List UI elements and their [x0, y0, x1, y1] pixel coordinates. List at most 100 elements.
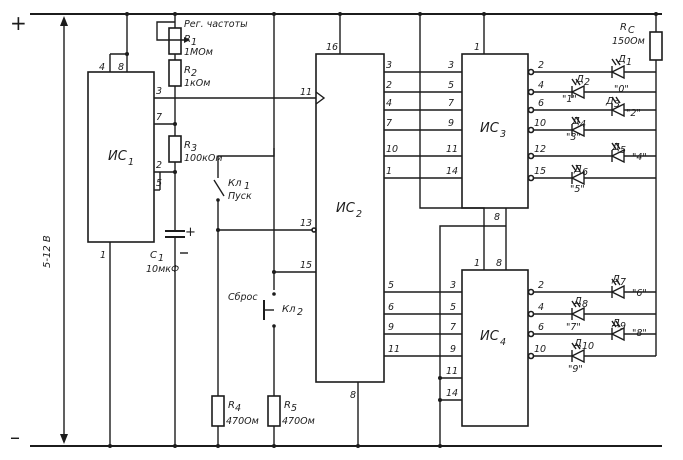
ic2-chip: ИС 2: [315, 53, 385, 383]
ic1-pin-4: 4: [99, 62, 105, 73]
inverted-output-icon: [527, 330, 535, 338]
ic3-in-11: 11: [446, 144, 458, 155]
clock-input-icon: [315, 91, 326, 105]
ic4-in-5: 5: [450, 302, 456, 313]
ic2-pin-15: 15: [300, 260, 312, 271]
junction-dot: [272, 444, 276, 448]
rc-value: 150Ом: [612, 36, 645, 47]
r3-value: 100кОм: [184, 153, 223, 164]
r4-label: R: [228, 400, 235, 411]
kl2-label: Кл: [282, 304, 296, 315]
kl2-contact: [272, 292, 276, 296]
inverted-output-icon: [527, 288, 535, 296]
ic1-pin-7: 7: [156, 112, 162, 123]
light-arrow-icon: [615, 142, 621, 150]
junction-dot: [173, 12, 177, 16]
led-label: Д: [617, 54, 626, 65]
led-label-sub: 4: [580, 119, 586, 130]
led-label-sub: 8: [582, 299, 588, 310]
kl2-note: Сброс: [228, 292, 258, 303]
r1-wiper-wire: [156, 21, 186, 41]
ic2-out-1: 1: [386, 166, 392, 177]
led-digit: "5": [570, 184, 585, 195]
junction-dot: [482, 12, 486, 16]
ic3-in-14: 14: [446, 166, 458, 177]
inverted-output-icon: [527, 88, 535, 96]
junction-dot: [125, 12, 129, 16]
ic2-pin-13: 13: [300, 218, 312, 229]
r4-label-sub: 4: [235, 403, 241, 414]
led-label-sub: 10: [582, 341, 594, 352]
diode-icon: [570, 306, 585, 322]
ic1-label-sub: 1: [128, 157, 134, 168]
led-label: Д: [575, 74, 584, 85]
ic2-out-4: 4: [386, 98, 392, 109]
ic1-pin-3: 3: [156, 86, 162, 97]
c1-label-sub: 1: [158, 253, 164, 264]
led-label: Д: [571, 116, 580, 127]
led-digit: "4": [632, 152, 647, 163]
ic3-in-5: 5: [448, 80, 454, 91]
ic1-pin-5: 5: [156, 178, 162, 189]
wiper-arrow-icon: [184, 37, 190, 43]
light-arrow-icon: [611, 58, 617, 66]
diode-icon: [570, 348, 585, 364]
ic4-in-14: 14: [446, 388, 458, 399]
rc-label: R: [620, 22, 627, 33]
diode-icon: [610, 64, 625, 80]
led-label-sub: 3: [614, 99, 620, 110]
ic3-out-12: 12: [534, 144, 546, 155]
kl1-note: Пуск: [228, 191, 252, 202]
ic3-in-9: 9: [448, 118, 454, 129]
r1-value: 1МОм: [184, 47, 213, 58]
ic2-out-10: 10: [386, 144, 398, 155]
light-arrow-icon: [615, 58, 621, 66]
ic4-out-10: 10: [534, 344, 546, 355]
led-label-sub: 7: [620, 277, 626, 288]
led-digit: "1": [562, 94, 577, 105]
ic2-out-7: 7: [386, 118, 392, 129]
ic3-pin-1: 1: [474, 42, 480, 53]
led-label-sub: 9: [620, 321, 626, 332]
plus-sign: +: [10, 11, 27, 35]
diode-icon: [570, 84, 585, 100]
junction-dot: [173, 122, 177, 126]
power-rails: [30, 13, 662, 447]
ic4-in-3: 3: [450, 280, 456, 291]
ic3-out-6: 6: [538, 98, 544, 109]
ic3-pin-8: 8: [494, 212, 500, 223]
junction-dot: [108, 444, 112, 448]
junction-dot: [356, 444, 360, 448]
light-arrow-icon: [571, 342, 577, 350]
ic3-chip: ИС 3: [461, 53, 529, 209]
junction-dot: [173, 444, 177, 448]
led-label: Д: [573, 164, 582, 175]
led-label: Д: [573, 296, 582, 307]
ic1-label: ИС: [108, 149, 128, 164]
ic4-pin-1: 1: [474, 258, 480, 269]
ic2-out-2: 2: [386, 80, 392, 91]
ic3-out-4: 4: [538, 80, 544, 91]
ic1-body: [87, 71, 155, 243]
led-digit: "6": [632, 288, 647, 299]
r5-label: R: [284, 400, 291, 411]
ic1-pin-1: 1: [100, 250, 106, 261]
c1-polarity: +: [185, 225, 196, 240]
led-label: Д: [611, 142, 620, 153]
ic4-body: [461, 269, 529, 427]
kl1-label: Кл: [228, 178, 242, 189]
kl1-top-wire: [218, 148, 275, 157]
inverted-output-icon: [527, 106, 535, 114]
r5-resistor: [267, 395, 281, 427]
kl1-label-sub: 1: [244, 181, 250, 192]
r3-label: R: [184, 140, 191, 151]
ic4-in-11: 11: [446, 366, 458, 377]
ic1-pin-8: 8: [118, 62, 124, 73]
diode-icon: [570, 170, 585, 186]
r1-note: Рег. частоты: [184, 19, 248, 30]
